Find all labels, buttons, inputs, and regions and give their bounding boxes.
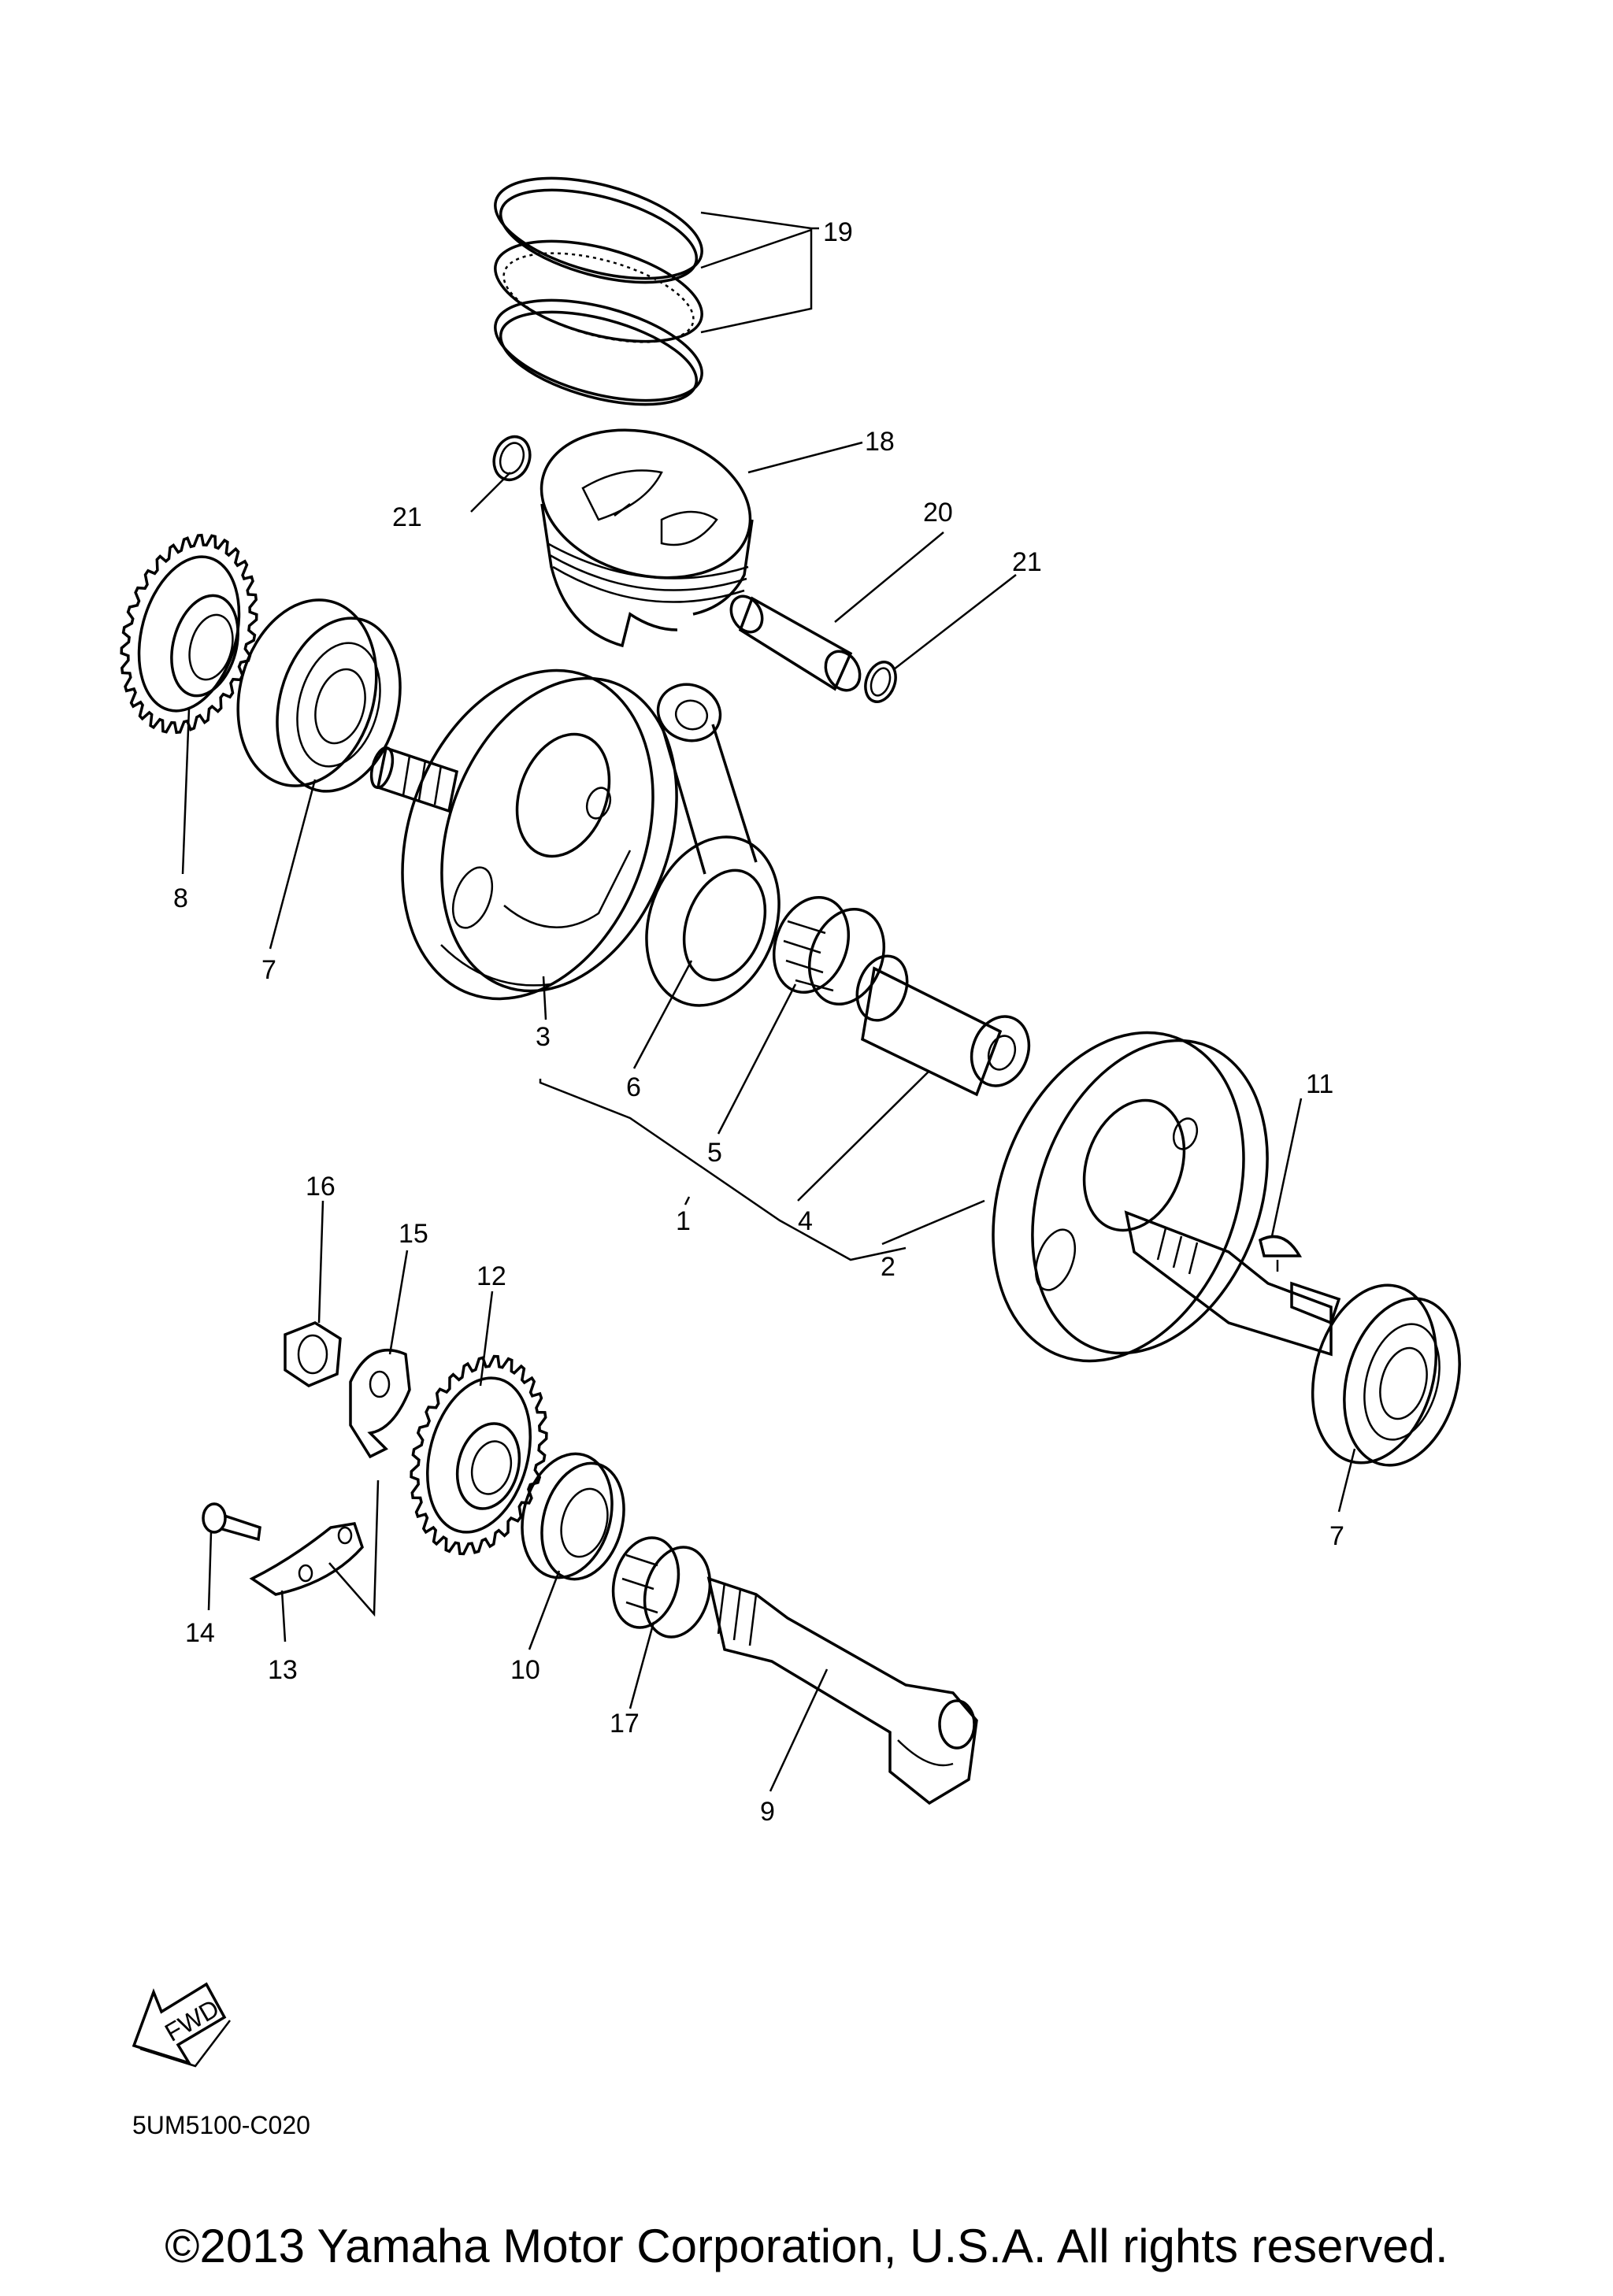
plate xyxy=(249,1522,364,1596)
callout-13: 13 xyxy=(268,1655,298,1685)
callout-9: 9 xyxy=(760,1797,775,1827)
nut xyxy=(284,1321,342,1387)
balancer-drive-gear xyxy=(410,1354,548,1556)
callout-12: 12 xyxy=(476,1261,506,1291)
bearing-balancer xyxy=(521,1452,625,1581)
fwd-arrow-icon: FWD xyxy=(132,1982,231,2068)
callout-11: 11 xyxy=(1306,1069,1333,1099)
woodruff-key xyxy=(1258,1235,1303,1257)
callout-3: 3 xyxy=(536,1022,551,1052)
callout-21: 21 xyxy=(392,502,422,532)
connecting-rod xyxy=(645,683,781,1007)
callout-10: 10 xyxy=(510,1655,540,1685)
needle-bearing-balancer xyxy=(611,1536,712,1639)
callout-8: 8 xyxy=(173,883,188,913)
copyright-notice: ©2013 Yamaha Motor Corporation, U.S.A. A… xyxy=(165,2220,1448,2272)
piston-rings xyxy=(494,176,703,406)
piston xyxy=(540,428,754,648)
callout-14: 14 xyxy=(185,1618,215,1648)
primary-drive-gear xyxy=(120,533,258,735)
callout-16: 16 xyxy=(306,1172,336,1202)
callout-18: 18 xyxy=(865,427,895,457)
crank-right xyxy=(992,1031,1341,1363)
lock-washer xyxy=(349,1349,411,1459)
crank-shaft-left-stub xyxy=(369,746,459,813)
fwd-label: FWD xyxy=(160,1994,224,2047)
callout-1: 1 xyxy=(676,1206,691,1236)
bearing-left xyxy=(236,598,402,793)
leader-lines xyxy=(181,211,1356,1792)
bolt xyxy=(202,1502,261,1542)
circlips xyxy=(492,435,897,703)
callout-21: 21 xyxy=(1012,547,1042,577)
callout-7: 7 xyxy=(1329,1521,1344,1551)
crank-pin xyxy=(855,954,1031,1097)
callout-19: 19 xyxy=(823,217,853,247)
callout-5: 5 xyxy=(707,1138,722,1168)
diagram-code: 5UM5100-C020 xyxy=(132,2111,310,2139)
needle-bearing xyxy=(772,895,886,1006)
callout-7: 7 xyxy=(261,955,276,985)
callout-4: 4 xyxy=(798,1206,813,1236)
callout-numbers: 19 18 20 21 21 8 7 3 6 5 1 4 2 11 7 16 1… xyxy=(173,217,1344,1827)
crank-left xyxy=(401,668,678,1001)
callout-2: 2 xyxy=(881,1252,895,1282)
callout-15: 15 xyxy=(399,1219,428,1249)
callout-6: 6 xyxy=(626,1072,641,1102)
callout-20: 20 xyxy=(923,498,953,528)
callout-17: 17 xyxy=(610,1709,640,1739)
balancer-shaft xyxy=(706,1576,978,1805)
piston-pin xyxy=(729,594,862,692)
